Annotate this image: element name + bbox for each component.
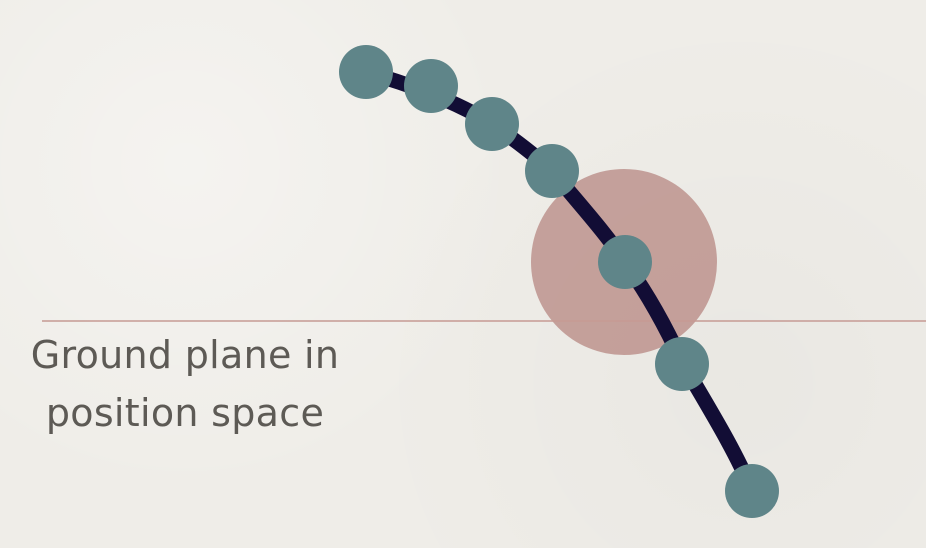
ground-plane-caption-line-1: Ground plane in [30, 333, 340, 377]
trajectory-point [598, 235, 652, 289]
trajectory-point [465, 97, 519, 151]
ground-plane-caption-line-2: position space [45, 391, 325, 435]
trajectory-point [725, 464, 779, 518]
trajectory-point [404, 59, 458, 113]
trajectory-point [525, 144, 579, 198]
trajectory-point [339, 45, 393, 99]
trajectory-point [655, 337, 709, 391]
